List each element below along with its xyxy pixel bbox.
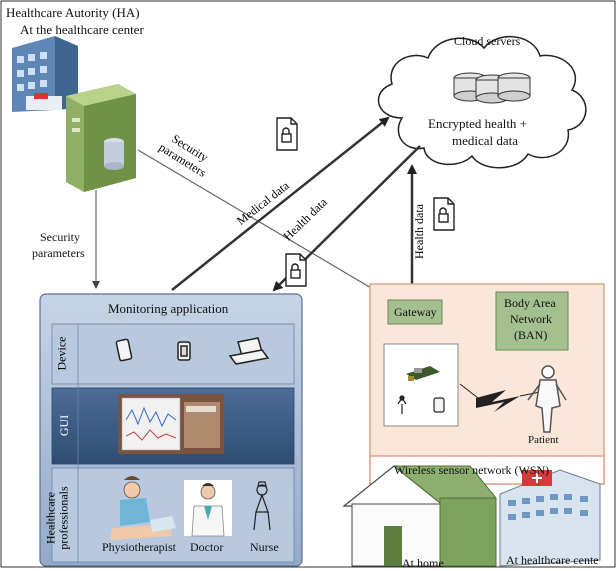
edge-medical-data	[171, 116, 390, 291]
row-label-device: Device	[54, 336, 69, 371]
home-icon	[342, 465, 497, 567]
row-label-gui: GUI	[57, 414, 72, 437]
row-label-professionals: Healthcare professionals	[44, 486, 71, 550]
gui-screenshot	[118, 394, 224, 454]
healthcare-center-icon	[499, 469, 601, 567]
encrypted-document-icon	[276, 117, 298, 151]
ha-subtitle: At the healthcare center	[20, 22, 144, 37]
tablet-icon	[177, 341, 191, 361]
ban-label-2: Network	[510, 312, 552, 326]
physiotherapist-illustration	[110, 476, 176, 540]
row-professionals	[51, 467, 295, 563]
ha-title: Healthcare Autority (HA)	[6, 5, 140, 20]
server-icon	[66, 84, 136, 192]
cloud-data-line2: medical data	[452, 133, 519, 148]
patient-label: Patient	[528, 434, 559, 446]
edge-ha-to-gateway	[137, 149, 389, 299]
database-disks-icon	[453, 72, 531, 104]
patient-icon	[527, 365, 567, 433]
cloud-data-line1: Encrypted health +	[428, 116, 528, 131]
label-nurse: Nurse	[250, 540, 279, 554]
doctor-illustration	[184, 480, 232, 537]
label-at-healthcare-center: At healthcare cente	[506, 553, 599, 567]
gateway-label: Gateway	[394, 305, 437, 319]
cloud-title: Cloud servers	[454, 34, 521, 48]
phone-icon	[115, 338, 133, 362]
sensor-board-icon	[406, 366, 440, 381]
hospital-building-icon	[12, 36, 78, 112]
encrypted-document-icon	[285, 253, 307, 287]
encrypted-document-icon	[433, 197, 455, 231]
label-doctor: Doctor	[190, 540, 224, 554]
monitoring-title: Monitoring application	[108, 301, 229, 316]
wireless-link-icon	[459, 383, 541, 412]
row-label-professionals-2: professionals	[56, 486, 71, 550]
label-at-home: At home	[402, 556, 444, 570]
ban-box	[495, 291, 569, 351]
sensor-node-icon	[433, 397, 445, 413]
antenna-node-icon	[397, 395, 407, 414]
wsn-title: Wireless sensor network (WSN)	[394, 463, 550, 477]
ban-label-3: (BAN)	[514, 328, 548, 342]
nurse-illustration	[253, 481, 271, 531]
laptop-icon	[228, 337, 270, 365]
edge-label-security-left-1: Security	[40, 230, 80, 244]
label-physiotherapist: Physiotherapist	[102, 540, 176, 554]
sensor-box	[383, 343, 459, 427]
ban-label-1: Body Area	[504, 296, 556, 310]
gateway-box	[387, 299, 443, 325]
edge-label-health-data-right: Health data	[411, 204, 426, 259]
edge-label-security-left-2: parameters	[32, 246, 85, 260]
